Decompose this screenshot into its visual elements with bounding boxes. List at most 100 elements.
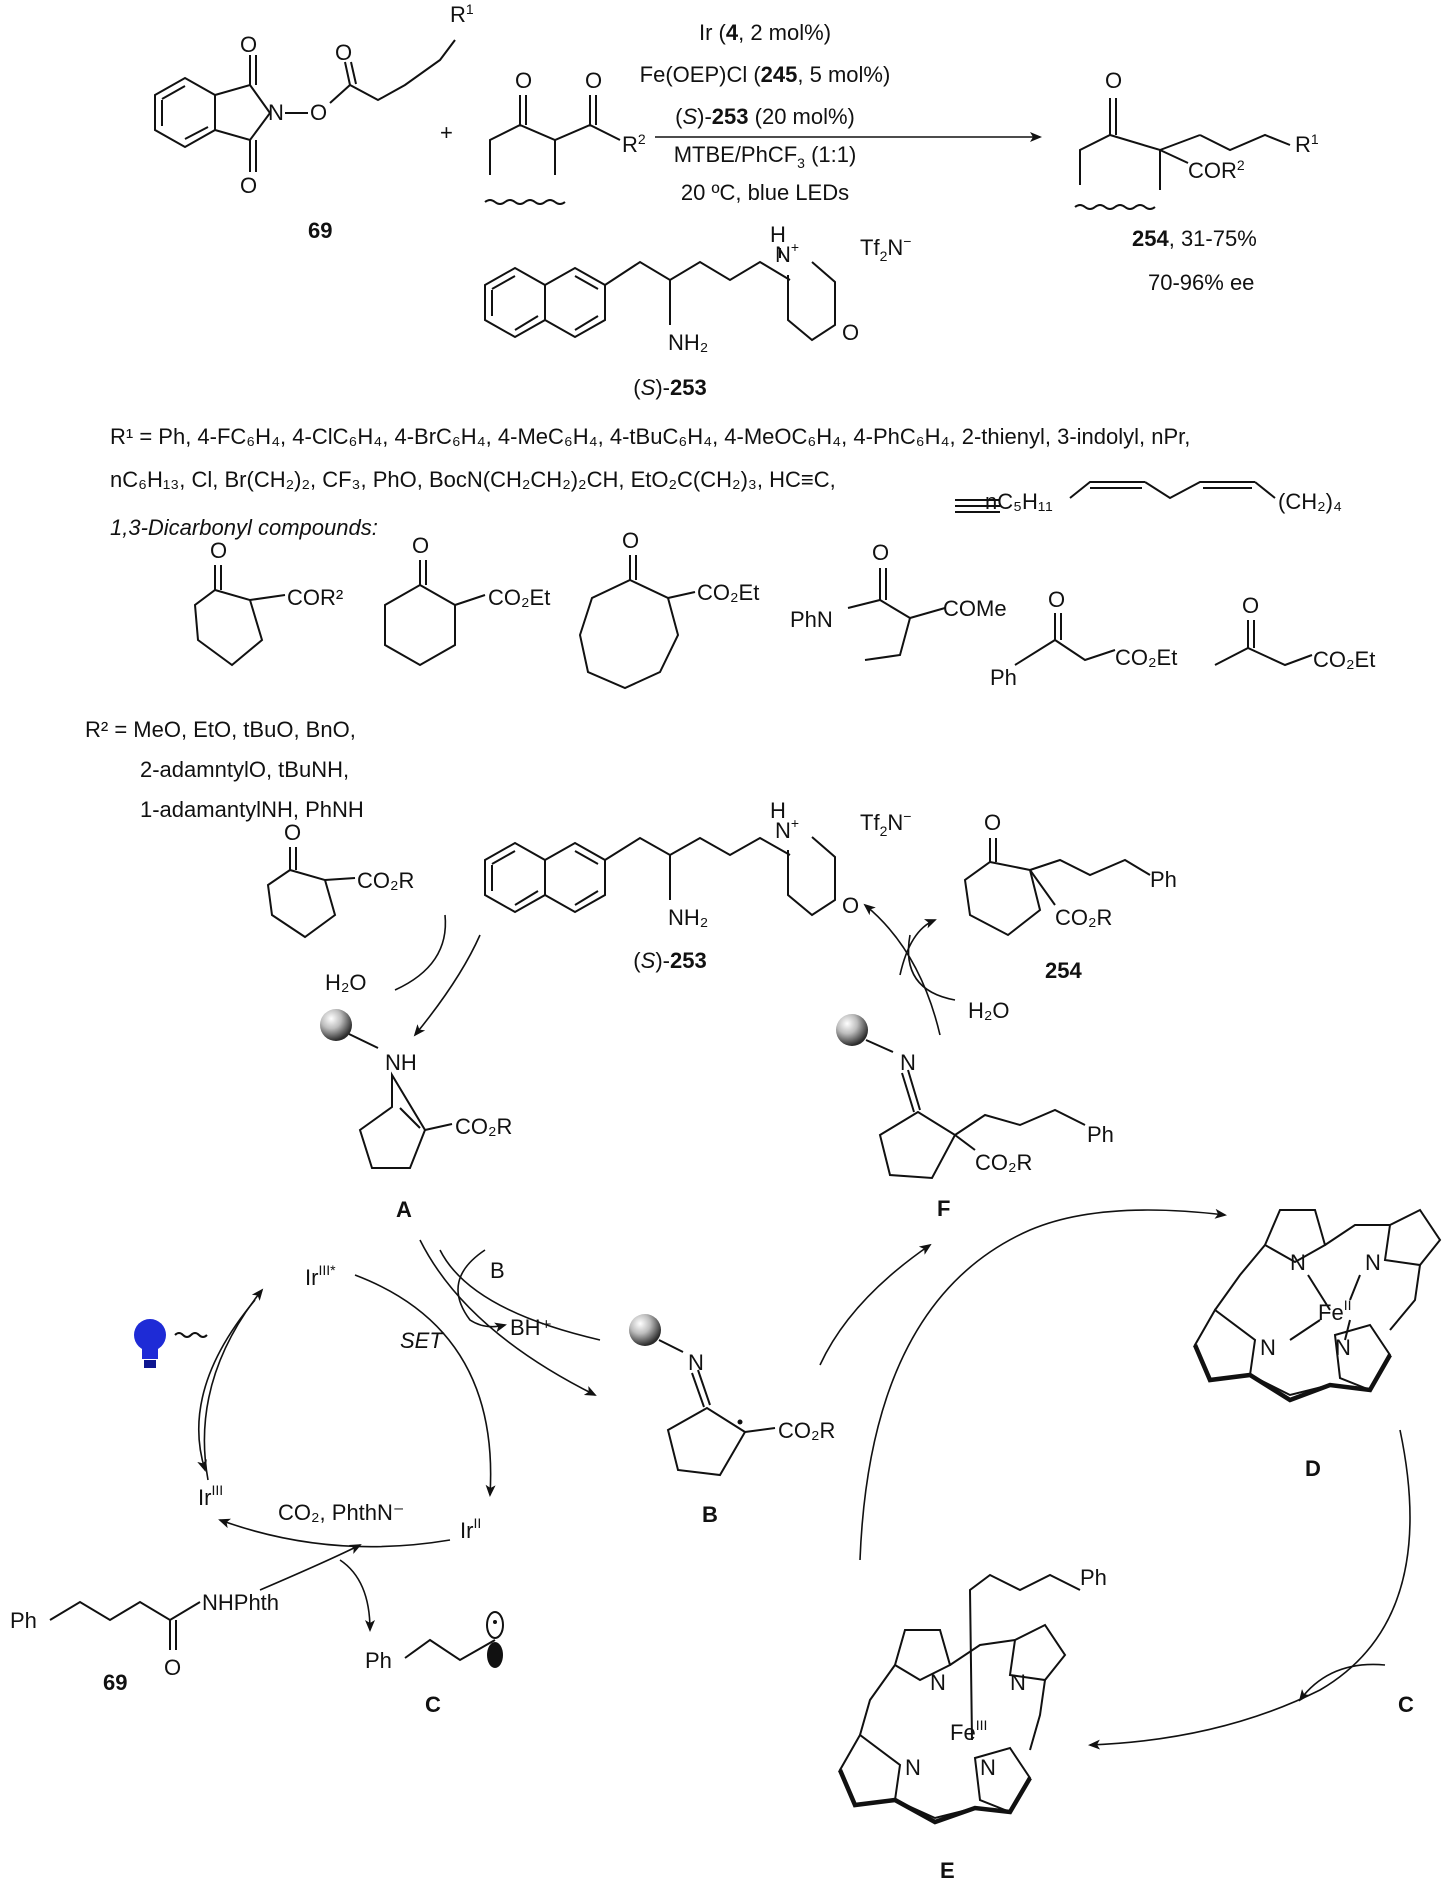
atom-o: O bbox=[412, 533, 429, 558]
atom-n: N bbox=[1335, 1335, 1351, 1360]
ph-label: Ph bbox=[365, 1648, 392, 1673]
atom-n: N bbox=[1260, 1335, 1276, 1360]
atom-o: O bbox=[240, 32, 257, 57]
co2r-label: CO₂R bbox=[1055, 905, 1112, 930]
co2r-label: CO₂R bbox=[778, 1418, 835, 1443]
radical-C bbox=[404, 1611, 504, 1668]
dicarbonyl-acetoacetate bbox=[1214, 620, 1313, 667]
atom-n: N bbox=[1365, 1250, 1381, 1275]
label-C-input: C bbox=[1398, 1692, 1414, 1717]
dicarbonyl-benzoylacetate bbox=[1014, 613, 1116, 666]
atom-n: N bbox=[900, 1050, 916, 1075]
label-F: F bbox=[937, 1196, 950, 1221]
dicarbonyl-cyclohexanone bbox=[384, 560, 486, 667]
dienyl-left-label: nC₅H₁₁ bbox=[985, 489, 1053, 514]
arrow-ir2-to-ir3 bbox=[218, 1518, 451, 1548]
imine-F bbox=[836, 1014, 1086, 1180]
atom-n: N bbox=[1010, 1670, 1026, 1695]
h2o-right: H₂O bbox=[968, 998, 1010, 1023]
arrow-to-B bbox=[419, 1239, 597, 1396]
atom-o: O bbox=[210, 538, 227, 563]
r2-label: R2 bbox=[622, 131, 646, 157]
catalyst-253-label: (S)-253 bbox=[633, 948, 706, 973]
ir2: IrII bbox=[460, 1515, 481, 1543]
enamine-A bbox=[320, 1009, 453, 1169]
atom-o: O bbox=[284, 820, 301, 845]
condition-amine: (S)-253 (20 mol%) bbox=[675, 104, 855, 129]
arrow-excitation bbox=[203, 1288, 264, 1481]
ph-label: Ph bbox=[1087, 1122, 1114, 1147]
counterion: Tf2N− bbox=[860, 808, 911, 839]
dicarbonyl-sub-4: COMe bbox=[943, 596, 1007, 621]
light-bulb-icon bbox=[134, 1319, 208, 1368]
fe2-label: FeII bbox=[1318, 1297, 1351, 1325]
set-label: SET bbox=[400, 1328, 444, 1353]
arrow-h2o-right bbox=[907, 934, 956, 1001]
product-254-structure bbox=[1074, 98, 1291, 210]
atom-h: H bbox=[770, 222, 786, 247]
nh2-label: NH₂ bbox=[668, 905, 708, 930]
atom-h: H bbox=[770, 798, 786, 823]
r2-line-2: 2-adamntylO, tBuNH, bbox=[140, 757, 350, 782]
atom-n: N bbox=[980, 1755, 996, 1780]
atom-o: O bbox=[585, 68, 602, 93]
label-69: 69 bbox=[103, 1670, 127, 1695]
atom-o: O bbox=[240, 173, 257, 198]
dicarbonyl-sub-5: CO₂Et bbox=[1115, 645, 1177, 670]
plus-sign: + bbox=[440, 120, 453, 145]
r1-substituents-line-1: R¹ = Ph, 4-FC₆H₄, 4-ClC₆H₄, 4-BrC₆H₄, 4-… bbox=[110, 424, 1191, 449]
atom-n: N bbox=[688, 1350, 704, 1375]
porphyrin-E bbox=[837, 1573, 1081, 1825]
arrow-relaxation bbox=[197, 1299, 256, 1472]
co2r-label: CO₂R bbox=[975, 1150, 1032, 1175]
atom-n: N bbox=[1290, 1250, 1306, 1275]
ph-label: Ph bbox=[1150, 867, 1177, 892]
atom-o: O bbox=[1105, 68, 1122, 93]
r2-line-1: R² = MeO, EtO, tBuO, BnO, bbox=[85, 717, 356, 742]
atom-o: O bbox=[515, 68, 532, 93]
catalyst-253-cycle-structure bbox=[484, 836, 836, 917]
fe3-label: FeIII bbox=[950, 1717, 987, 1745]
condition-fe: Fe(OEP)Cl (245, 5 mol%) bbox=[640, 62, 891, 87]
h2o-left: H₂O bbox=[325, 970, 367, 995]
product-ee: 70-96% ee bbox=[1148, 270, 1254, 295]
dicarbonyl-cyclopentanone bbox=[193, 565, 286, 667]
reaction-conditions: Ir (4, 2 mol%) Fe(OEP)Cl (245, 5 mol%) (… bbox=[640, 20, 891, 205]
dicarbonyl-cycloheptanone bbox=[578, 555, 696, 690]
arrow-to-F bbox=[819, 1243, 932, 1366]
dicarbonyl-sub-3: CO₂Et bbox=[697, 580, 759, 605]
r1-label: R1 bbox=[1295, 131, 1319, 157]
arrow-h2o-left bbox=[394, 914, 447, 991]
nhphth-69 bbox=[49, 1600, 201, 1650]
counterion: Tf2N− bbox=[860, 233, 911, 264]
ir3-star: IrIII* bbox=[305, 1262, 336, 1290]
atom-o: O bbox=[842, 893, 859, 918]
label-C: C bbox=[425, 1692, 441, 1717]
arrow-C-input bbox=[1298, 1663, 1386, 1702]
atom-o: O bbox=[164, 1655, 181, 1680]
arrow-A-to-B bbox=[439, 1249, 601, 1341]
arrow-F-to-catalyst bbox=[863, 903, 941, 1036]
atom-n: N bbox=[268, 100, 284, 125]
condition-solvent: MTBE/PhCF3 (1:1) bbox=[674, 142, 857, 171]
arrow-to-A bbox=[413, 934, 481, 1037]
base-label: B bbox=[490, 1258, 505, 1283]
dicarbonyl-header: 1,3-Dicarbonyl compounds: bbox=[110, 515, 378, 540]
dicarbonyl-lactam bbox=[847, 568, 946, 661]
r2-line-3: 1-adamantylNH, PhNH bbox=[140, 797, 364, 822]
atom-o: O bbox=[1048, 587, 1065, 612]
atom-n: N bbox=[930, 1670, 946, 1695]
ir3: IrIII bbox=[198, 1482, 223, 1510]
product-254-cycle bbox=[963, 838, 1151, 937]
reactant-69-structure bbox=[154, 39, 456, 172]
compound-69-label: 69 bbox=[308, 218, 332, 243]
atom-o: O bbox=[310, 100, 327, 125]
arrow-set bbox=[354, 1274, 496, 1497]
label-D: D bbox=[1305, 1456, 1321, 1481]
dienyl-right-label: (CH₂)₄ bbox=[1278, 489, 1342, 514]
cor2-label: COR2 bbox=[1188, 157, 1245, 183]
dienyl-chain bbox=[1069, 481, 1276, 500]
arrow-co2 bbox=[259, 1544, 362, 1591]
product-yield: 254, 31-75% bbox=[1132, 226, 1257, 251]
